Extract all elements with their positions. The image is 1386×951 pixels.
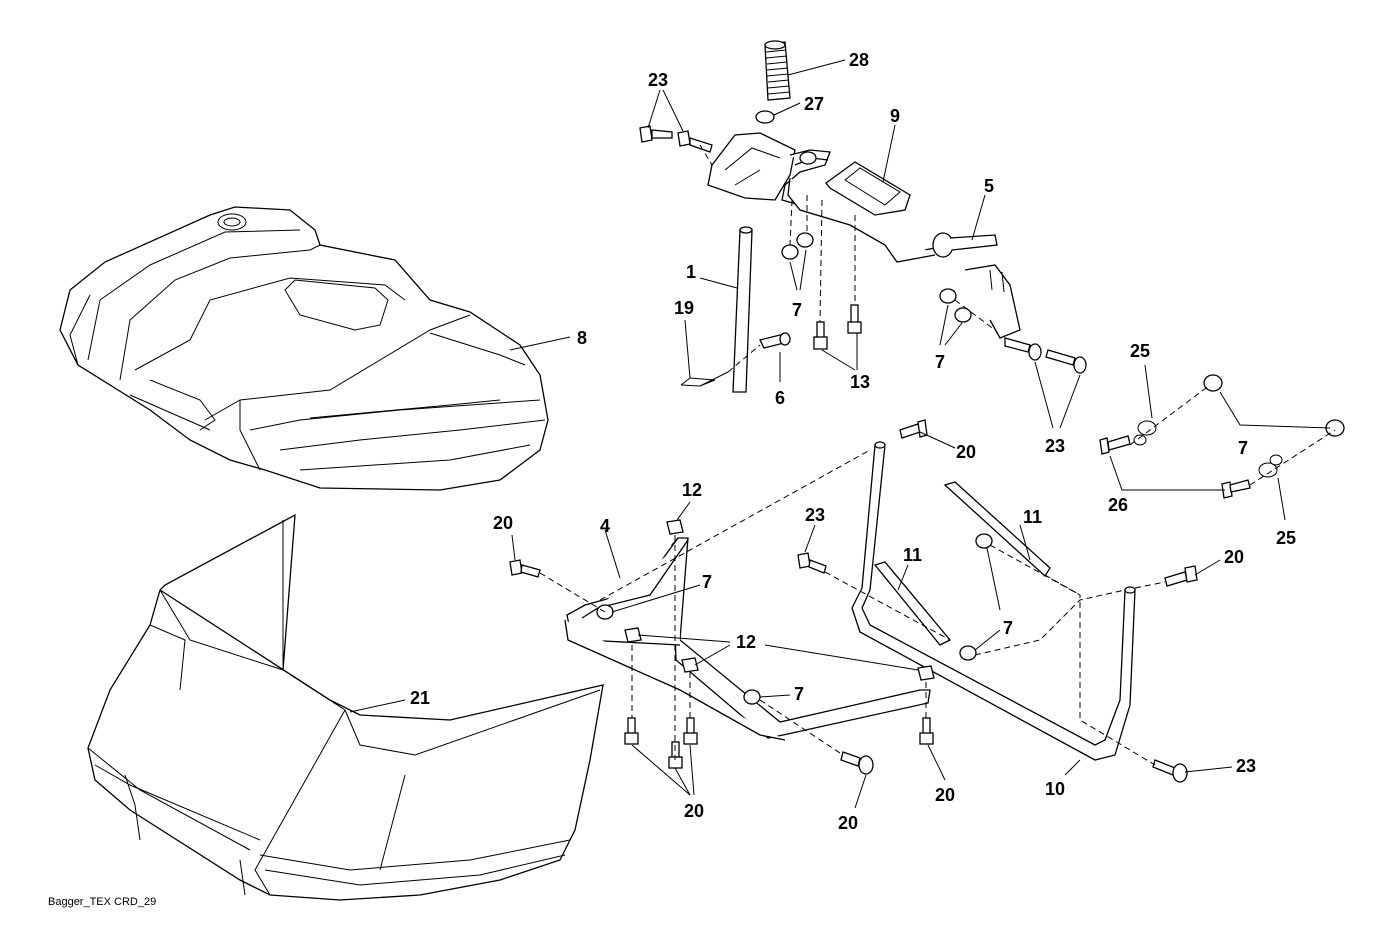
rod-part-1: [732, 229, 753, 393]
label-23-right: 23: [1045, 436, 1065, 456]
assembly-lines: [539, 144, 1336, 766]
bolts-part-23-upper: [639, 125, 713, 153]
label-7-right: 7: [1238, 438, 1248, 458]
label-13: 13: [850, 372, 870, 392]
washer: [755, 110, 775, 124]
label-8: 8: [577, 328, 587, 348]
label-5: 5: [984, 176, 994, 196]
handle-grip: [764, 40, 791, 101]
label-21: 21: [410, 688, 430, 708]
label-27: 27: [804, 94, 824, 114]
brace-part-11: [873, 481, 1051, 646]
label-1: 1: [686, 262, 696, 282]
label-25-top: 25: [1130, 341, 1150, 361]
part-labels: 28 27 23 9 5 1 19 7 6 13 7 23 8 25 7 26 …: [410, 50, 1296, 833]
hairpin-clip: [680, 371, 729, 387]
label-6: 6: [775, 388, 785, 408]
label-20-b: 20: [493, 513, 513, 533]
bolts-lower: [509, 419, 1198, 783]
lift-handle-assembly: [707, 132, 1021, 339]
nuts-part-7-upper: [781, 232, 972, 323]
label-9: 9: [890, 106, 900, 126]
label-26: 26: [1108, 495, 1128, 515]
label-7-e: 7: [1003, 618, 1013, 638]
label-10: 10: [1045, 779, 1065, 799]
label-4: 4: [600, 516, 610, 536]
nuts-part-7-lower: [596, 533, 993, 705]
label-7-d: 7: [702, 572, 712, 592]
bolts-part-13: [813, 304, 862, 350]
label-20-c: 20: [1224, 547, 1244, 567]
label-25-bottom: 25: [1276, 528, 1296, 548]
label-12-top: 12: [682, 480, 702, 500]
grass-collector: [87, 513, 604, 901]
label-12-bottom: 12: [736, 632, 756, 652]
label-28: 28: [849, 50, 869, 70]
diagram-caption: Bagger_TEX CRD_29: [48, 896, 157, 908]
hood-cover: [59, 206, 549, 491]
label-11-b: 11: [903, 545, 922, 565]
label-11-a: 11: [1023, 507, 1042, 527]
label-20-d: 20: [684, 801, 704, 821]
label-20-f: 20: [838, 813, 858, 833]
label-7-f: 7: [794, 684, 804, 704]
label-23-bottom: 23: [1236, 756, 1256, 776]
leader-lines: [282, 59, 1331, 809]
bolts-part-23-right: [1004, 337, 1087, 374]
frame-part-10: [851, 441, 1136, 761]
label-7-mid: 7: [935, 352, 945, 372]
label-19: 19: [674, 298, 694, 318]
label-20-e: 20: [935, 785, 955, 805]
hardware-right: [1099, 374, 1345, 499]
label-23-top: 23: [648, 70, 668, 90]
square-nuts-part-12: [624, 519, 935, 681]
label-23-mid: 23: [805, 505, 825, 525]
label-7-upper: 7: [792, 300, 802, 320]
label-20-a: 20: [956, 442, 976, 462]
